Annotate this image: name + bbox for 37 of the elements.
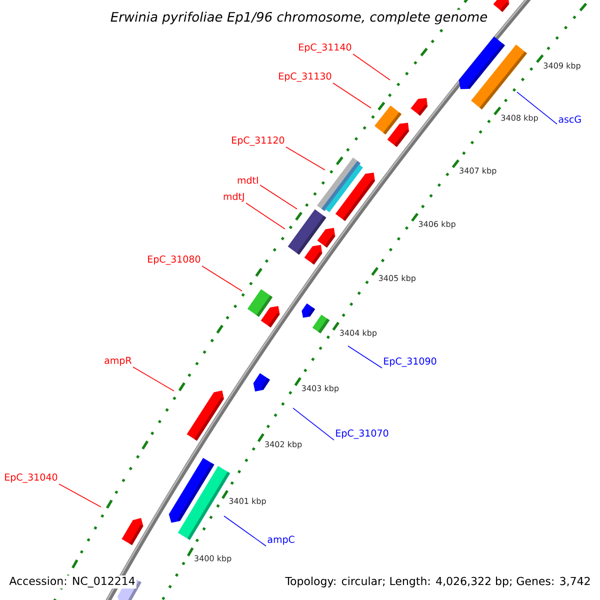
leader-line: [516, 92, 558, 124]
tick-label: 3405 kbp: [378, 274, 416, 283]
tick-label: 3400 kbp: [194, 555, 232, 563]
leader-line: [352, 54, 390, 80]
gene-label: EpC_31090: [384, 358, 436, 367]
gene-label: EpC_31070: [336, 430, 388, 439]
gene-label: ampC: [268, 536, 294, 545]
accession-text: Accession: NC_012214: [8, 576, 136, 588]
tick-label: 3407 kbp: [460, 167, 496, 176]
leader-line: [202, 266, 242, 292]
gene-label: EpC_31130: [279, 72, 332, 82]
tick-label: 3409 kbp: [544, 62, 580, 70]
leader-line: [348, 346, 382, 368]
title: Erwinia pyrifoliae Ep1/96 chromosome, complete genome: [108, 10, 490, 26]
gene-label: mdtJ: [224, 192, 244, 202]
leader-line: [292, 408, 334, 440]
tick-label: 3404 kbp: [340, 330, 377, 338]
gene-label: EpC_31120: [232, 136, 284, 146]
tick-label: 3402 kbp: [265, 441, 302, 449]
leader-line: [58, 484, 102, 508]
leader-line: [132, 366, 174, 392]
tick-label: 3401 kbp: [229, 498, 266, 506]
leader-line: [286, 146, 326, 170]
genome-stats-text: Topology: circular; Length: 4,026,322 bp; Genes: 3,742: [284, 576, 592, 588]
gene-label: ampR: [104, 356, 132, 366]
gene-label: EpC_31040: [5, 474, 58, 483]
leader-line: [332, 82, 372, 108]
leader-line: [224, 516, 266, 546]
tick-label: 3406 kbp: [418, 220, 456, 229]
leader-line: [246, 202, 286, 230]
gene-label: EpC_31080: [148, 256, 200, 265]
tick-label: 3408 kbp: [501, 114, 538, 122]
tick-label: 3403 kbp: [302, 385, 339, 393]
gene-label: mdtI: [238, 176, 258, 184]
gene-label: ascG: [558, 116, 581, 123]
leader-line: [260, 184, 298, 210]
gene-label: EpC_31140: [299, 44, 352, 53]
